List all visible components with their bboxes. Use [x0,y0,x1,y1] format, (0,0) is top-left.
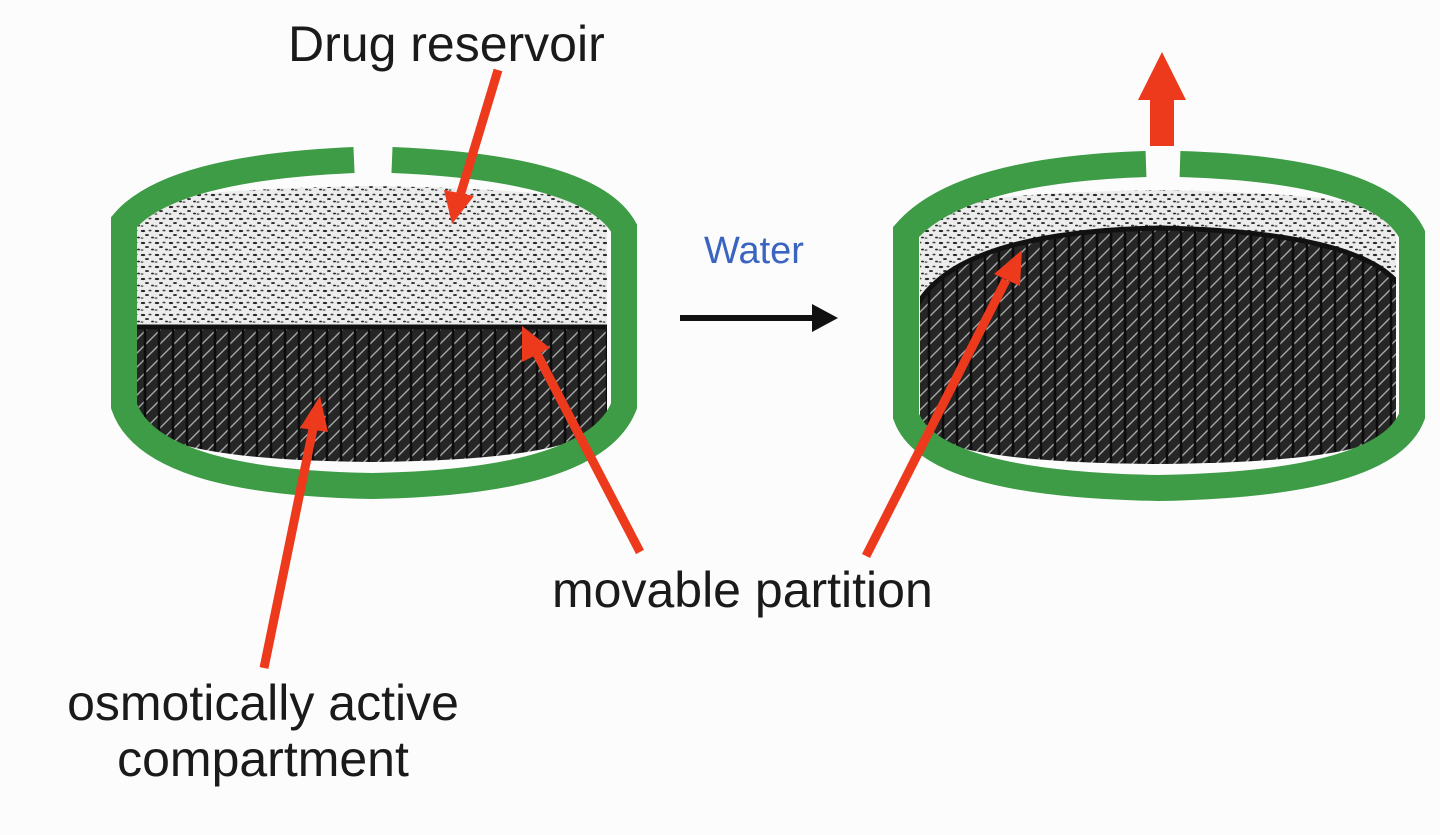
semipermeable-shell [893,151,1425,502]
pointer-drug-reservoir [444,68,503,224]
pointer-partition-right [861,250,1022,559]
osmotic-compartment-layer [920,228,1396,464]
drug-reservoir-label: Drug reservoir [288,16,605,72]
drug-release-arrow [1138,52,1186,146]
movable-partition-label: movable partition [552,562,933,618]
pointer-partition-left [522,326,644,555]
tablet-after [893,151,1425,502]
osmotic-compartment-label: osmotically active compartment [28,675,498,787]
osmotic-label-line-1: osmotically active [67,675,459,731]
osmotic-label-line-2: compartment [117,731,409,787]
semipermeable-shell [111,147,637,500]
tablet-before [111,147,637,500]
pointer-osmotic-compartment [259,396,328,669]
partition-curve [920,225,1396,306]
water-label: Water [704,230,804,272]
water-flow-arrow [680,304,838,332]
drug-reservoir-layer [137,186,607,330]
